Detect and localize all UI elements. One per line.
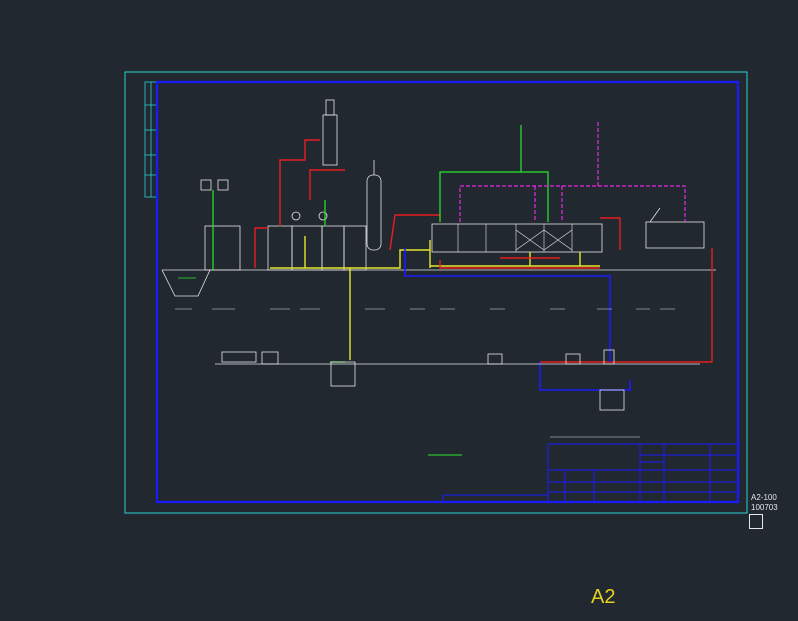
reactor-tank-1 (267, 225, 293, 271)
drain-line (404, 248, 631, 391)
water-line (324, 125, 549, 363)
annotation-marks (175, 308, 675, 438)
outer-frame (124, 71, 748, 514)
corner-box (749, 514, 763, 529)
dosing-tower-1 (322, 114, 338, 166)
sludge-line (254, 139, 713, 363)
filter-press-2 (565, 353, 581, 365)
filter-press-1 (487, 353, 503, 365)
dosing-tower-2 (366, 174, 382, 251)
filter-press-3 (603, 349, 615, 365)
title-block (547, 443, 739, 503)
note-box (442, 494, 549, 503)
revision-strip (144, 81, 158, 198)
sheet-size-label: A2 (591, 586, 616, 608)
reactor-tank-2 (291, 225, 323, 271)
air-line (270, 236, 600, 360)
reactor-tank-3 (321, 225, 345, 271)
effluent-tank (599, 389, 625, 411)
clarifier-tank (645, 221, 705, 249)
sheet-code-line2: 100703 (751, 503, 778, 512)
equalization-tank (204, 225, 241, 271)
reactor-tank-4 (343, 225, 367, 271)
inner-frame (155, 80, 740, 504)
sludge-tank (330, 361, 356, 387)
truck (221, 351, 257, 363)
inlet-pit (161, 269, 211, 297)
treatment-basin (431, 223, 603, 253)
sheet-code-line1: A2-100 (751, 493, 777, 502)
chemical-line (459, 122, 686, 222)
